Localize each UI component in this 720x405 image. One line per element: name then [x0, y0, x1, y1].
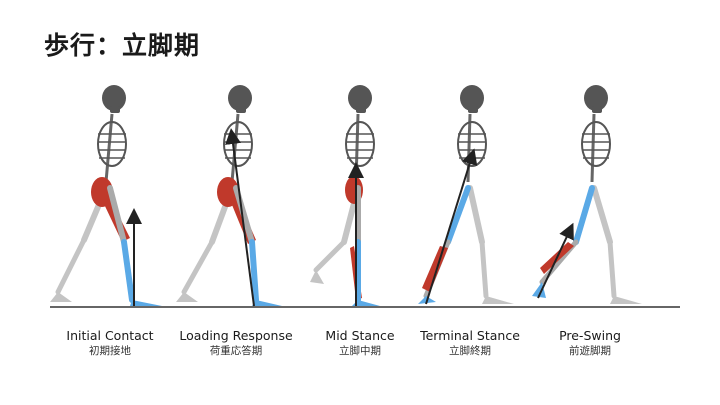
phase-name-jp: 立脚中期	[339, 345, 381, 357]
gait-figure-area	[0, 70, 720, 320]
ribcage	[345, 121, 375, 167]
gait-diagram	[50, 85, 680, 308]
stance-foot	[352, 300, 380, 306]
calf-muscle	[422, 246, 448, 292]
front-foot	[610, 296, 642, 304]
rear-shin	[181, 239, 215, 295]
front-foot	[130, 300, 162, 306]
spine	[466, 113, 472, 183]
ribcage	[581, 121, 611, 167]
skeleton-figure-loading-response	[176, 85, 282, 307]
rear-foot	[176, 292, 198, 302]
ribcage	[223, 121, 253, 167]
phase-label-loading-response: Loading Response 荷重応答期	[161, 328, 311, 358]
front-shin	[249, 239, 259, 303]
phase-name-jp: 初期接地	[89, 345, 131, 357]
jaw	[356, 106, 366, 113]
front-thigh	[591, 185, 613, 245]
front-foot	[482, 296, 514, 304]
phase-name-en: Mid Stance	[325, 328, 395, 343]
rear-foot	[532, 282, 546, 298]
front-shin	[121, 239, 135, 303]
skull	[460, 85, 484, 111]
ribcage	[97, 121, 127, 167]
swing-foot	[310, 270, 324, 284]
ground-force-arrow	[425, 148, 478, 305]
skeleton-figure-pre-swing	[532, 85, 642, 304]
gluteal-muscle	[91, 177, 113, 207]
skeleton-figure-terminal-stance	[418, 85, 514, 305]
skull	[102, 85, 126, 111]
phase-name-en: Initial Contact	[66, 328, 154, 343]
jaw	[236, 106, 246, 113]
ground-force-arrow	[225, 128, 255, 307]
phase-label-pre-swing: Pre-Swing 前遊脚期	[515, 328, 665, 358]
phase-name-en: Pre-Swing	[559, 328, 621, 343]
skull	[348, 85, 372, 111]
phase-label-terminal-stance: Terminal Stance 立脚終期	[395, 328, 545, 358]
jaw	[468, 106, 478, 113]
rear-shin	[55, 237, 87, 295]
skull	[584, 85, 608, 111]
front-shin	[607, 239, 617, 299]
skeleton-figure-initial-contact	[50, 85, 162, 306]
rear-thigh	[445, 185, 471, 245]
phase-label-mid-stance: Mid Stance 立脚中期	[285, 328, 435, 358]
skeleton-figure-mid-stance	[310, 85, 380, 306]
front-foot	[252, 300, 282, 306]
page-title: 歩行：立脚期	[44, 31, 201, 60]
phase-name-en: Terminal Stance	[420, 328, 520, 343]
spine	[104, 113, 114, 183]
ribcage	[457, 121, 487, 167]
swing-shin	[313, 239, 347, 273]
front-thigh	[233, 185, 255, 245]
rear-thigh	[573, 185, 595, 245]
phase-name-en: Loading Response	[179, 328, 293, 343]
front-thigh	[107, 185, 127, 245]
skull	[228, 85, 252, 111]
phase-name-jp: 前遊脚期	[569, 345, 611, 357]
phase-name-jp: 荷重応答期	[209, 345, 263, 357]
jaw	[110, 106, 120, 113]
phase-label-initial-contact: Initial Contact 初期接地	[35, 328, 185, 358]
phase-name-jp: 立脚終期	[449, 345, 491, 357]
spine	[590, 113, 596, 183]
front-thigh	[467, 185, 485, 245]
spine	[230, 113, 240, 183]
jaw	[592, 106, 602, 113]
front-shin	[479, 239, 489, 299]
ground-force-arrow	[537, 222, 574, 299]
rear-foot	[50, 292, 72, 302]
